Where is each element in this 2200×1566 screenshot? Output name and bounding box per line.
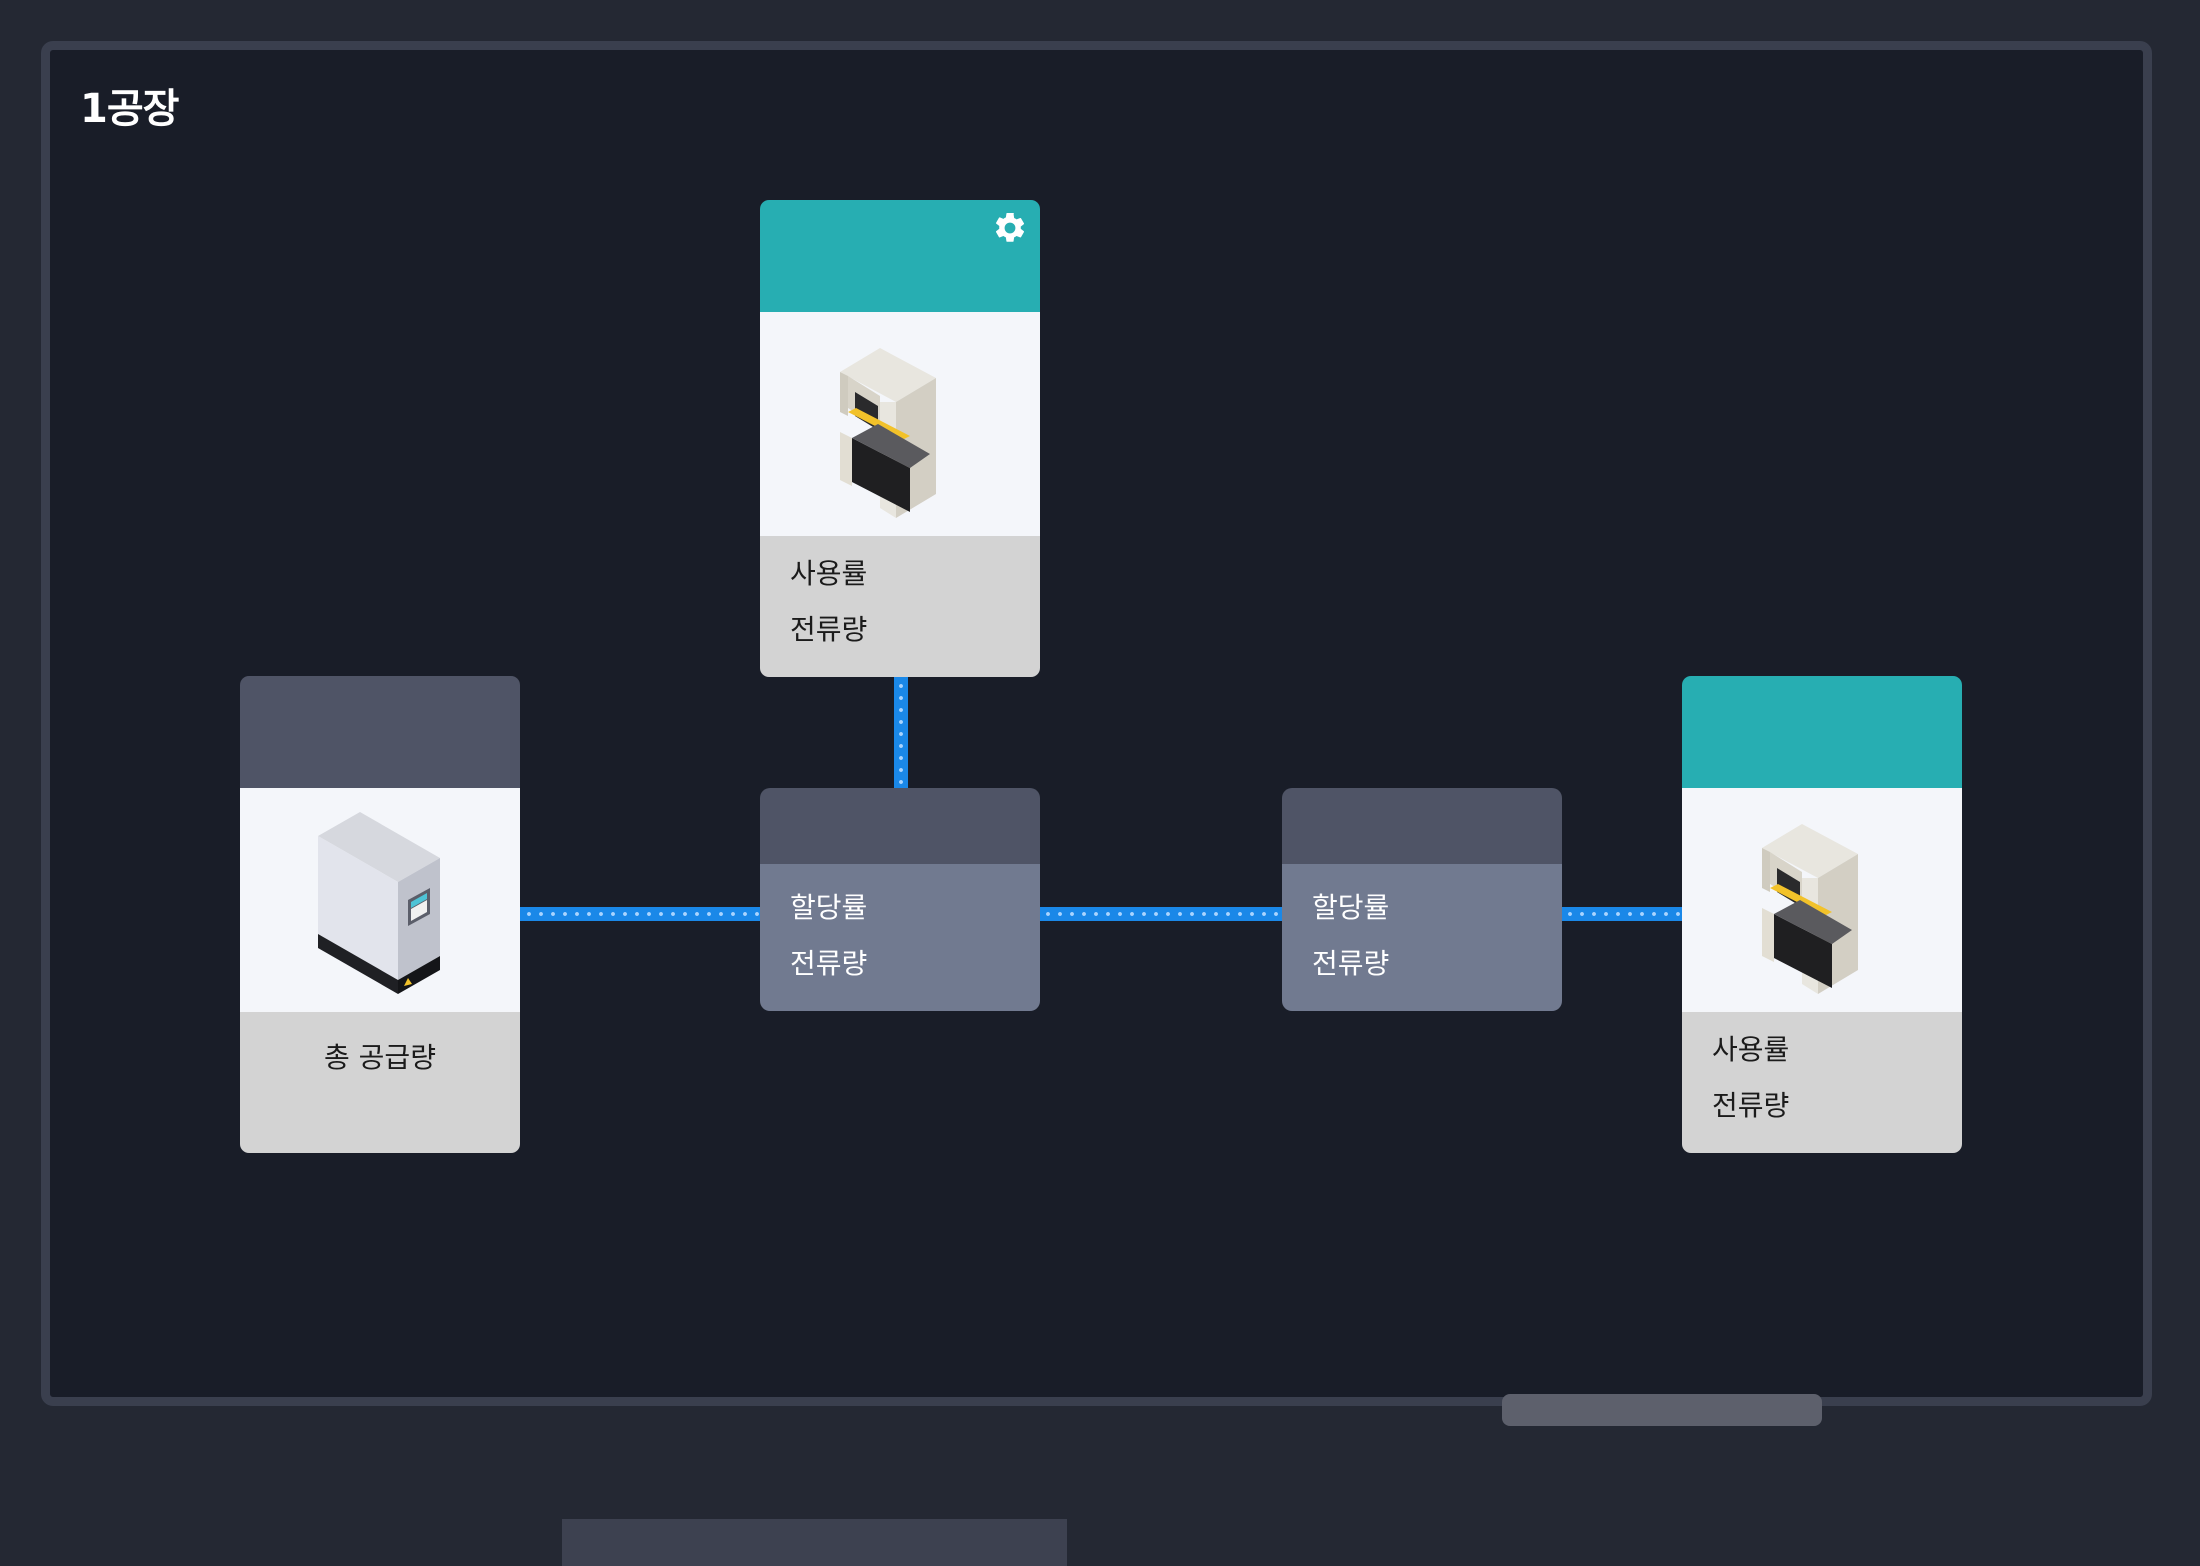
press-machine-icon [760,312,1040,536]
alloc-label: 할당률 [1312,891,1390,924]
node-header [760,200,1040,312]
usage-label: 사용률 [1712,1033,1790,1066]
node-footer: 총 공급량 [240,1012,520,1153]
gear-icon[interactable] [992,210,1028,246]
switch-body: 할당률 전류량 [760,864,1040,1011]
alloc-label: 할당률 [790,891,868,924]
link-switch-to-machine [1560,907,1684,921]
node-footer: 사용률 전류량 [1682,1012,1962,1153]
switch-header [760,788,1040,864]
current-label: 전류량 [1712,1089,1790,1122]
node-footer: 사용률 전류량 [760,536,1040,677]
bottom-tab[interactable] [562,1519,1067,1566]
total-supply-label: 총 공급량 [324,1041,436,1074]
page-title: 1공장 [80,86,179,132]
supply-node[interactable]: 총 공급량 [240,676,520,1153]
press-machine-icon [1682,788,1962,1012]
horizontal-scrollbar-thumb[interactable] [1502,1394,1822,1426]
switch-body: 할당률 전류량 [1282,864,1562,1011]
link-machine-to-switch [894,676,908,790]
node-header [1682,676,1962,788]
machine-node-right[interactable]: 사용률 전류량 [1682,676,1962,1153]
power-cabinet-icon [240,788,520,1012]
machine-node-top[interactable]: 사용률 전류량 [760,200,1040,677]
current-label: 전류량 [790,947,868,980]
link-switch-to-switch [1038,907,1285,921]
link-supply-to-switch [519,907,763,921]
current-label: 전류량 [1312,947,1390,980]
node-header [240,676,520,788]
current-label: 전류량 [790,613,868,646]
distribution-switch-left[interactable]: 할당률 전류량 [760,788,1040,1011]
switch-header [1282,788,1562,864]
usage-label: 사용률 [790,557,868,590]
distribution-switch-right[interactable]: 할당률 전류량 [1282,788,1562,1011]
